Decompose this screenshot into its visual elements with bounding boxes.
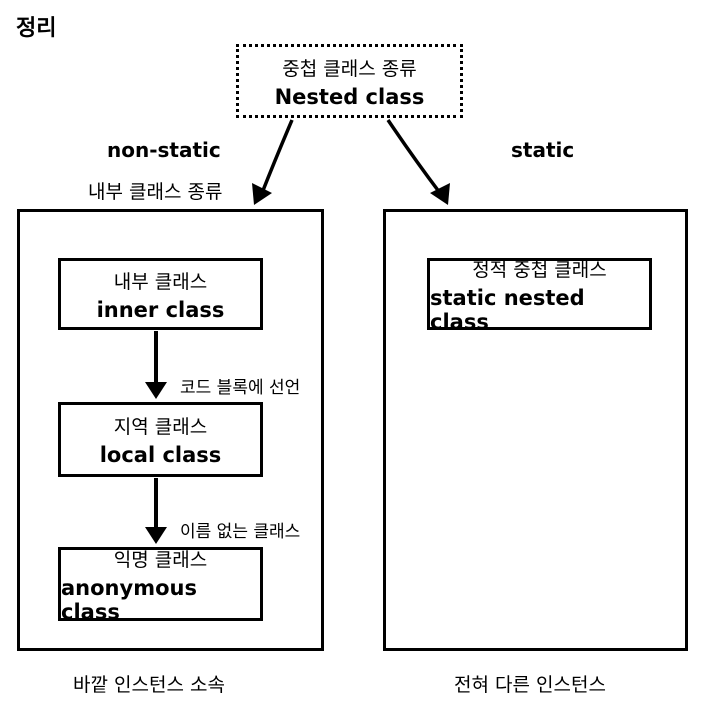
root-nested-class-box: 중첩 클래스 종류 Nested class (236, 44, 463, 118)
different-instance-caption: 전혀 다른 인스턴스 (454, 674, 606, 696)
local-class-box: 지역 클래스 local class (58, 402, 263, 477)
declared-in-code-block-label: 코드 블록에 선언 (180, 378, 301, 398)
anonymous-class-box: 익명 클래스 anonymous class (58, 547, 263, 624)
inner-class-kinds-label: 내부 클래스 종류 (88, 181, 223, 203)
static-nested-class-box: 정적 중첩 클래스 static nested class (427, 258, 652, 334)
local-class-label-ko: 지역 클래스 (113, 416, 208, 438)
non-static-label: non-static (107, 138, 221, 162)
arrow-inner-to-local-head (145, 382, 167, 399)
local-class-label-en: local class (99, 443, 222, 467)
static-nested-class-label-en: static nested class (430, 285, 585, 334)
static-nested-class-label-ko: 정적 중첩 클래스 (472, 258, 607, 281)
inner-class-label-ko: 내부 클래스 (113, 270, 208, 293)
arrow-local-to-anonymous-head (145, 527, 167, 544)
arrow-to-static-head (430, 183, 450, 205)
static-label: static (511, 138, 575, 162)
inner-class-box: 내부 클래스 inner class (58, 258, 263, 330)
arrow-to-non-static-shaft (260, 119, 294, 194)
anonymous-class-label-ko: 익명 클래스 (113, 548, 208, 571)
arrow-to-non-static-head (252, 183, 272, 205)
outer-instance-caption: 바깥 인스턴스 소속 (73, 674, 225, 696)
no-name-class-label: 이름 없는 클래스 (180, 522, 301, 542)
page-title: 정리 (16, 16, 57, 41)
right-panel-frame (383, 209, 688, 651)
root-label-ko: 중첩 클래스 종류 (282, 57, 417, 80)
left-panel-frame (17, 209, 324, 651)
inner-class-label-en: inner class (96, 297, 225, 322)
anonymous-class-label-en: anonymous class (61, 575, 197, 624)
arrow-to-static-shaft (386, 119, 442, 195)
root-label-en: Nested class (274, 84, 425, 109)
